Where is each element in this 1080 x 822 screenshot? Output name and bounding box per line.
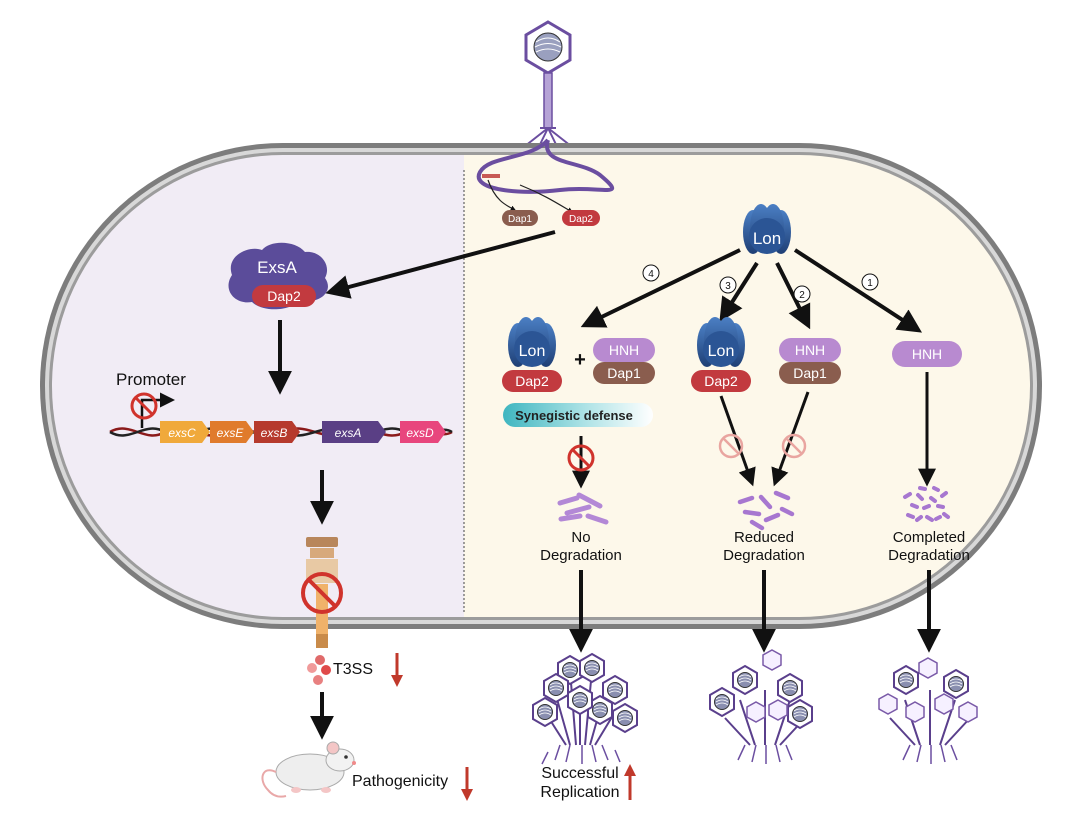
svg-text:Dap1: Dap1 [508, 214, 532, 225]
path-number-3: 3 [719, 276, 737, 294]
infecting-phage [519, 20, 577, 166]
svg-text:3: 3 [725, 281, 731, 292]
svg-text:Dap1: Dap1 [793, 365, 827, 381]
intact-fragments-path4 [557, 492, 609, 525]
synergistic-defense-banner: Synegistic defense [503, 403, 653, 427]
svg-text:Synegistic defense: Synegistic defense [515, 408, 633, 423]
svg-text:HNH: HNH [795, 342, 825, 358]
successful-replication-line1: Successful [541, 765, 618, 782]
gene-exsB: exsB [254, 421, 300, 443]
dap2-path3: Dap2 [691, 370, 751, 392]
gene-exsC: exsC [160, 421, 210, 443]
svg-text:exsC: exsC [168, 426, 196, 440]
dap1-path2: Dap1 [779, 362, 841, 384]
lon-path3-label: Lon [708, 343, 735, 360]
lon-path4-label: Lon [519, 343, 546, 360]
dap1-small-pill: Dap1 [502, 210, 538, 226]
completed-degradation-line2: Degradation [888, 547, 970, 564]
t3ss-apparatus [306, 537, 338, 648]
path-number-1: 1 [861, 273, 879, 291]
phage-cluster-full [532, 653, 638, 765]
phage-cluster-partial [709, 649, 813, 764]
plus-sign: + [574, 349, 586, 371]
replication-up-arrow [624, 764, 636, 800]
arrow-path-3 [719, 261, 759, 323]
svg-text:2: 2 [799, 290, 805, 301]
hnh-path4: HNH [593, 338, 655, 362]
svg-text:exsB: exsB [261, 426, 288, 440]
gene-exsE: exsE [210, 421, 254, 443]
gene-exsA: exsA [322, 421, 386, 443]
t3ss-down-arrow [391, 653, 403, 687]
path-number-2: 2 [793, 285, 811, 303]
arrow-path-1 [793, 248, 923, 333]
svg-text:exsE: exsE [217, 426, 245, 440]
hnh-path2: HNH [779, 338, 841, 362]
complete-fragments [903, 486, 950, 522]
svg-text:HNH: HNH [912, 346, 942, 362]
svg-text:HNH: HNH [609, 342, 639, 358]
lon-top-label: Lon [753, 229, 781, 248]
dap2-small-pill: Dap2 [562, 210, 600, 226]
dap1-path4: Dap1 [593, 362, 655, 384]
path-number-4: 4 [642, 264, 660, 282]
arrow-path-2 [775, 262, 811, 330]
svg-text:ExsA: ExsA [257, 258, 297, 277]
svg-text:Dap2: Dap2 [704, 373, 738, 389]
arrow-path3-down [719, 395, 756, 487]
svg-text:exsD: exsD [406, 426, 434, 440]
left-compartment [52, 155, 464, 617]
completed-degradation-line1: Completed [893, 529, 966, 546]
t3ss-label: T3SS [333, 661, 373, 678]
svg-text:Dap2: Dap2 [267, 288, 301, 304]
mouse-icon [261, 741, 356, 798]
svg-text:Dap2: Dap2 [515, 373, 549, 389]
partial-fragments [737, 490, 795, 531]
hnh-path1: HNH [892, 341, 962, 367]
successful-replication-line2: Replication [540, 784, 619, 801]
pathogenicity-down-arrow [461, 767, 473, 801]
promoter-inhibited [130, 392, 175, 428]
no-degradation-line1: No [571, 529, 590, 546]
promoter-label: Promoter [116, 370, 186, 389]
t3ss-inhibited-icon [301, 572, 343, 614]
phage-cluster-empty [878, 657, 978, 764]
dap2-path4: Dap2 [502, 370, 562, 392]
reduced-degradation-line2: Degradation [723, 547, 805, 564]
arrow-path-4 [580, 248, 741, 328]
pathogenicity-label: Pathogenicity [352, 773, 448, 790]
no-degradation-line2: Degradation [540, 547, 622, 564]
gene-exsD: exsD [400, 421, 446, 443]
svg-text:4: 4 [648, 269, 654, 280]
svg-text:1: 1 [867, 278, 873, 289]
arrow-path2-down [771, 391, 810, 487]
arrow-dap2-to-exsa [325, 230, 556, 299]
dap2-on-exsa: Dap2 [252, 285, 316, 307]
svg-text:Dap2: Dap2 [569, 214, 593, 225]
svg-text:exsA: exsA [335, 426, 362, 440]
effector-dots [307, 655, 331, 685]
svg-text:Dap1: Dap1 [607, 365, 641, 381]
phage-dna [476, 138, 615, 213]
reduced-degradation-line1: Reduced [734, 529, 794, 546]
